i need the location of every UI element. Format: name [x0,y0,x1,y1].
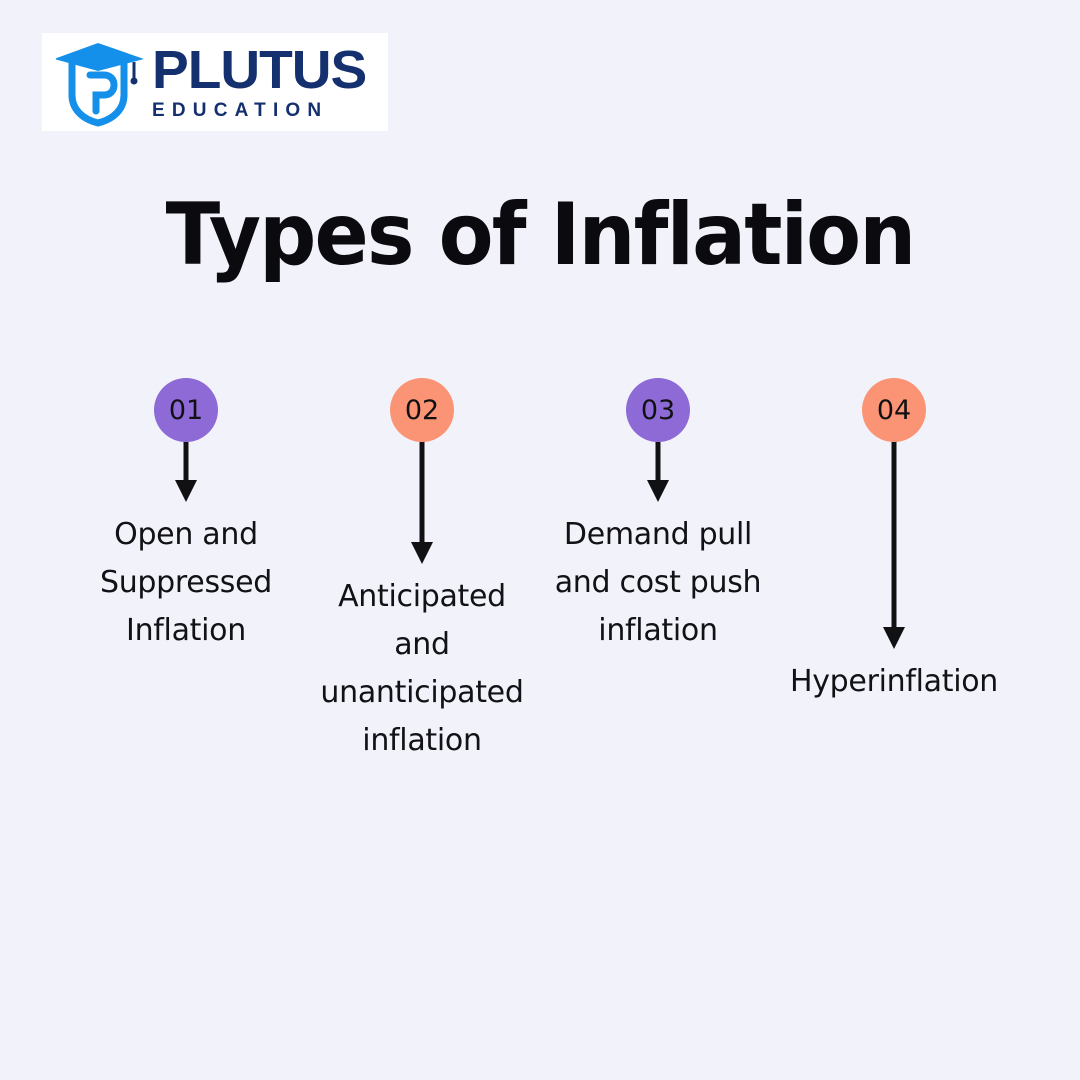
down-arrow-icon [173,442,199,507]
down-arrow-icon [881,442,907,654]
step-badge-01: 01 [154,378,218,442]
step-badge-02: 02 [390,378,454,442]
step-badge-03: 03 [626,378,690,442]
step-item: 02 Anticipated and unanticipated inflati… [304,378,540,765]
down-arrow-icon [645,442,671,507]
step-item: 03 Demand pull and cost push inflation [540,378,776,655]
page-title: Types of Inflation [165,185,917,285]
brand-wordmark: PLUTUS EDUCATION [152,43,384,123]
step-label-01: Open and Suppressed Inflation [99,517,273,648]
steps-row: 01 Open and Suppressed Inflation 02 Anti… [68,378,1012,765]
step-item: 01 Open and Suppressed Inflation [68,378,304,655]
step-label-02: Anticipated and unanticipated inflation [320,579,524,758]
brand-name-secondary: EDUCATION [152,100,329,121]
step-item: 04 Hyperinflation [776,378,1012,706]
graduation-cap-shield-icon [54,37,148,129]
step-label-03: Demand pull and cost push inflation [554,517,762,648]
step-label-04: Hyperinflation [789,664,999,699]
down-arrow-icon [409,442,435,569]
brand-name-primary: PLUTUS [152,40,367,100]
brand-logo: PLUTUS EDUCATION [42,33,388,131]
step-badge-04: 04 [862,378,926,442]
